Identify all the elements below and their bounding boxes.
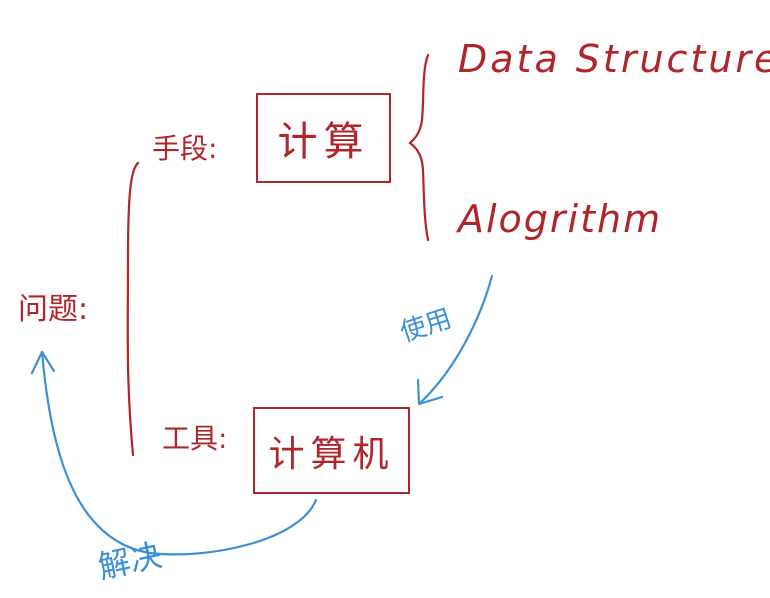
use-arrow-head bbox=[416, 378, 444, 406]
solve-arrow-line bbox=[40, 350, 318, 556]
tool-box: 计算机 bbox=[253, 407, 410, 494]
algorithm-text: Alogrithm bbox=[458, 197, 663, 241]
left-bracket-line bbox=[126, 161, 140, 457]
problem-label: 问题: bbox=[18, 292, 89, 327]
use-arrow-line bbox=[418, 274, 494, 405]
data-structure-text: Data Structure bbox=[458, 37, 770, 81]
tool-label: 工具: bbox=[162, 422, 228, 455]
solve-arrow-head bbox=[30, 350, 56, 375]
means-box: 计算 bbox=[256, 93, 391, 183]
means-box-text: 计算 bbox=[277, 119, 370, 165]
tool-box-text: 计算机 bbox=[268, 433, 395, 475]
means-label: 手段: bbox=[152, 132, 218, 165]
curly-brace bbox=[408, 53, 430, 242]
